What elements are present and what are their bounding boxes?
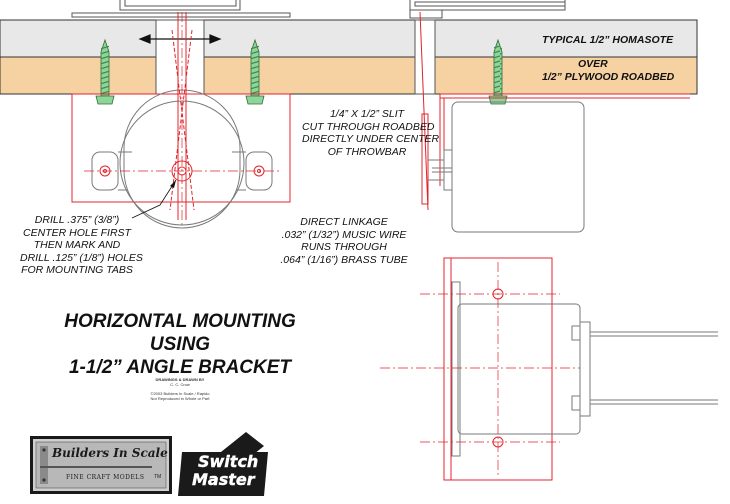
credit-drawn-by: DRAWINGS & DRAWN BY xyxy=(155,377,205,382)
title-line: HORIZONTAL MOUNTING xyxy=(64,311,296,332)
credit-copyright: ©2003 Builders In Scale / Rapido xyxy=(150,391,210,396)
music-wire-left xyxy=(169,12,195,220)
linkage-note-line: .064” (1/16”) BRASS TUBE xyxy=(280,253,408,266)
roadbed-slit-right xyxy=(414,19,436,95)
drill-note-line: THEN MARK AND xyxy=(33,239,121,251)
throw-direction-arrow-icon xyxy=(138,34,222,44)
linkage-note-line: DIRECT LINKAGE xyxy=(300,216,388,228)
slit-note-line: DIRECTLY UNDER CENTER xyxy=(302,133,440,145)
drill-note-line: FOR MOUNTING TABS xyxy=(21,264,133,276)
leader-arrowhead-icon xyxy=(170,180,176,188)
wood-screws xyxy=(95,38,508,105)
slit-note-line: CUT THROUGH ROADBED xyxy=(302,120,435,133)
angle-bracket-right xyxy=(439,93,690,186)
credit-author: C. C. Crow xyxy=(170,382,190,387)
builders-in-scale-logo xyxy=(30,436,172,494)
bis-logo-tm: TM xyxy=(154,474,162,480)
centerlines xyxy=(84,12,282,225)
slit-note-line: OF THROWBAR xyxy=(327,145,407,158)
switchmaster-line2: Master xyxy=(192,470,255,489)
linkage-note-line: RUNS THROUGH xyxy=(301,241,387,253)
drill-note-line: DRILL .125” (1/8”) HOLES xyxy=(20,251,143,264)
drawing-title: HORIZONTAL MOUNTING USING 1-1/2” ANGLE B… xyxy=(50,310,310,379)
title-line: USING xyxy=(149,334,211,355)
switch-machine-bottom-view xyxy=(451,281,718,457)
switch-master-logo xyxy=(178,432,268,496)
switch-machine-side-view xyxy=(428,101,585,233)
plywood-label-over: OVER xyxy=(578,58,608,70)
credits: DRAWINGS & DRAWN BY C. C. Crow ©2003 Bui… xyxy=(130,377,230,401)
bis-logo-name: Builders In Scale xyxy=(52,446,168,460)
wood-screw-icon xyxy=(95,38,115,105)
plywood-label: 1/2” PLYWOOD ROADBED xyxy=(542,71,675,83)
drill-note: DRILL .375” (3/8”) CENTER HOLE FIRST THE… xyxy=(20,214,143,277)
linkage-note-line: .032” (1/32”) MUSIC WIRE xyxy=(281,228,407,241)
track-rail-left xyxy=(71,0,291,18)
homasote-layer xyxy=(0,19,698,58)
switchmaster-line1: Switch xyxy=(198,452,259,471)
wood-screw-icon xyxy=(245,38,265,105)
angle-bracket-bottom-view xyxy=(443,257,553,481)
bis-logo-tagline: FINE CRAFT MODELS xyxy=(66,474,145,481)
angle-bracket-left xyxy=(71,93,291,203)
slit-note: 1/4” X 1/2” SLIT CUT THROUGH ROADBED DIR… xyxy=(302,108,440,158)
slit-note-line: 1/4” X 1/2” SLIT xyxy=(329,108,405,120)
roadbed-slit-left xyxy=(155,19,205,95)
credit-copyright: Not Reproduced in Whole or Part xyxy=(150,396,210,401)
music-wire-right xyxy=(419,11,429,211)
drill-note-line: CENTER HOLE FIRST xyxy=(23,226,131,239)
bottom-view-holes xyxy=(380,262,580,476)
homasote-label: TYPICAL 1/2” HOMASOTE xyxy=(542,34,674,46)
title-line: 1-1/2” ANGLE BRACKET xyxy=(68,357,292,378)
drill-note-leader xyxy=(131,179,177,219)
linkage-note: DIRECT LINKAGE .032” (1/32”) MUSIC WIRE … xyxy=(278,216,410,266)
drill-note-line: DRILL .375” (3/8”) xyxy=(34,214,120,226)
track-rail-right xyxy=(409,0,566,19)
plywood-layer xyxy=(0,56,698,95)
